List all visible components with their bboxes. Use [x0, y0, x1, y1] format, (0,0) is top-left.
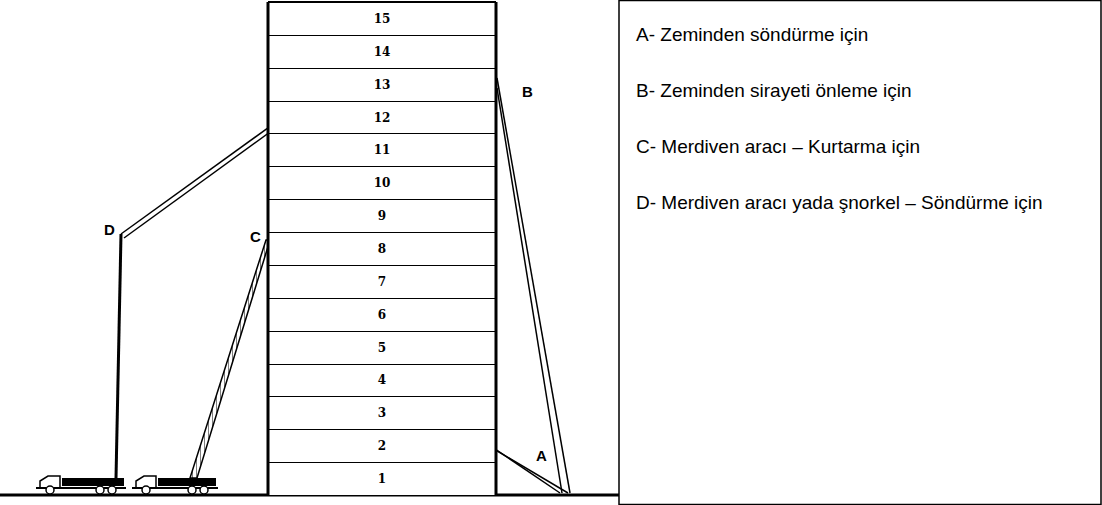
floor-number: 9	[378, 210, 386, 222]
floor-number: 14	[374, 46, 391, 58]
floor-box: 15	[268, 2, 496, 36]
floor-box: 10	[268, 166, 496, 200]
legend-note: B- Zeminden sirayeti önleme için	[636, 78, 1086, 105]
callout-letter: B	[522, 84, 533, 99]
legend-note: C- Merdiven aracı – Kurtarma için	[636, 134, 1086, 161]
floor-box: 2	[268, 429, 496, 463]
floor-number: 2	[378, 440, 386, 452]
legend-note: D- Merdiven aracı yada şnorkel – Söndürm…	[636, 190, 1086, 217]
callout-letter: C	[250, 229, 261, 244]
callout-letter: D	[104, 222, 115, 237]
floor-number: 10	[374, 177, 391, 189]
floor-number: 1	[378, 473, 386, 485]
floor-number: 5	[378, 342, 386, 354]
building-roof	[268, 1, 496, 3]
snorkel-boom	[116, 112, 292, 478]
floor-box: 3	[268, 396, 496, 430]
floor-number: 12	[374, 112, 391, 124]
floor-box: 8	[268, 232, 496, 266]
floor-box: 1	[268, 462, 496, 496]
floor-number: 7	[378, 276, 386, 288]
fire-truck	[132, 476, 218, 494]
floor-box: 9	[268, 199, 496, 233]
floor-box: 13	[268, 68, 496, 102]
fire-truck	[36, 476, 126, 494]
floor-number: 8	[378, 243, 386, 255]
legend-note: A- Zeminden söndürme için	[636, 22, 1086, 49]
floor-box: 14	[268, 35, 496, 69]
floor-box: 12	[268, 101, 496, 135]
floor-box: 11	[268, 133, 496, 167]
floor-number: 3	[378, 407, 386, 419]
floor-box: 6	[268, 298, 496, 332]
hose-line	[497, 78, 570, 493]
floor-box: 5	[268, 331, 496, 365]
building-wall	[495, 2, 498, 495]
floor-number: 15	[374, 13, 391, 25]
rescue-ladder	[190, 236, 270, 478]
panel-border	[619, 1, 1101, 505]
building-wall	[267, 2, 270, 495]
callout-letter: A	[536, 448, 547, 463]
floor-number: 4	[378, 374, 386, 386]
floor-number: 6	[378, 309, 386, 321]
floor-box: 4	[268, 364, 496, 398]
floor-box: 7	[268, 265, 496, 299]
floor-number: 11	[374, 144, 391, 156]
floor-number: 13	[374, 79, 391, 91]
